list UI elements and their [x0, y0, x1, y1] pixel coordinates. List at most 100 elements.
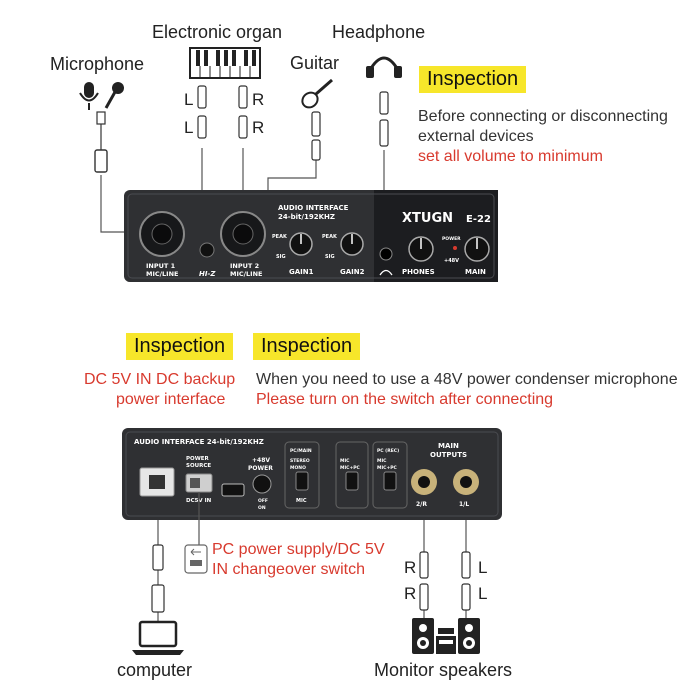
organ-right-1: R — [252, 90, 265, 109]
mic-label: MIC — [296, 498, 307, 504]
v48-power-label: POWER — [248, 465, 273, 472]
device-title1: AUDIO INTERFACE — [278, 204, 349, 212]
main-knob — [464, 236, 490, 262]
sig2-label: SIG — [325, 254, 335, 260]
organ-jack-plugs — [197, 85, 248, 139]
phantom-power-button — [252, 474, 272, 494]
peak2-label: PEAK — [322, 234, 338, 240]
input1-label: INPUT 1 — [146, 262, 176, 270]
pc-rec-label: PC (REC) — [377, 448, 399, 454]
main-label: MAIN — [465, 268, 486, 276]
microphone-label: Microphone — [50, 54, 145, 74]
guitar-jack-plug — [311, 111, 321, 161]
computer-label: computer — [117, 660, 193, 680]
on-label: ON — [258, 505, 266, 511]
main-outputs-label2: OUTPUTS — [430, 451, 467, 459]
organ-left-1: L — [184, 90, 194, 109]
headphone-source-switch — [345, 471, 359, 491]
pc-main-label: PC/MAIN — [290, 448, 312, 454]
phones-jack — [379, 247, 393, 261]
organ-right-2: R — [252, 118, 265, 137]
out-l-label: 1/L — [459, 501, 469, 508]
bottom-cables — [157, 492, 467, 622]
gain2-label: GAIN2 — [340, 268, 365, 276]
gain2-knob — [340, 232, 364, 256]
organ-left-2: L — [184, 118, 194, 137]
phones-knob — [408, 236, 434, 262]
speaker-jack-plugs — [419, 551, 471, 611]
hp-mic-pc-label: MIC+PC — [340, 465, 361, 471]
main-outputs-label1: MAIN — [438, 442, 459, 450]
output-r-jack — [411, 469, 437, 495]
headphone-icon — [366, 56, 402, 78]
phones-symbol-icon — [379, 269, 393, 276]
speakers-icon — [412, 618, 480, 654]
inspection-warning: set all volume to minimum — [418, 148, 603, 165]
dc-backup-line2: power interface — [116, 391, 226, 408]
power-label: POWER — [442, 236, 461, 242]
power-source-switch — [185, 473, 213, 493]
phantom-note-line1: When you need to use a 48V power condens… — [256, 371, 678, 388]
model-name: E-22 — [466, 214, 491, 225]
electronic-organ-label: Electronic organ — [152, 22, 283, 42]
pc-rec-switch — [383, 471, 397, 491]
guitar-icon — [301, 78, 333, 109]
speaker-right-2: R — [404, 584, 417, 603]
inspection-line2: external devices — [418, 128, 534, 145]
monitor-speakers-label: Monitor speakers — [374, 660, 513, 680]
input2-combo-jack — [220, 211, 266, 257]
hiz-label: HI-Z — [199, 270, 216, 278]
rec-mic-pc-label: MIC+PC — [377, 465, 398, 471]
speaker-right-1: R — [404, 558, 417, 577]
switch-hint-icon — [184, 544, 208, 574]
peak1-label: PEAK — [272, 234, 288, 240]
hiz-switch — [199, 242, 215, 258]
keyboard-icon — [189, 47, 261, 79]
speaker-left-2: L — [478, 584, 488, 603]
gain1-knob — [289, 232, 313, 256]
power-source-label1: POWER — [186, 456, 210, 462]
hp-mic-label: MIC — [340, 458, 350, 464]
phantom-note-line2: Please turn on the switch after connecti… — [256, 391, 554, 408]
switch-note-line1: PC power supply/DC 5V — [212, 541, 385, 558]
guitar-label: Guitar — [290, 53, 340, 73]
inspection-tag-top: Inspection — [419, 66, 527, 93]
sig1-label: SIG — [276, 254, 286, 260]
speaker-left-1: L — [478, 558, 488, 577]
phones-label: PHONES — [402, 268, 435, 276]
off-label: OFF — [258, 498, 268, 504]
inspection-tag-left: Inspection — [126, 333, 234, 360]
headphone-jack-plug — [379, 91, 389, 147]
stereo-label: STEREO — [290, 458, 310, 464]
input1-combo-jack — [139, 211, 185, 257]
pc-main-switch-box — [284, 441, 320, 509]
microphone-icon — [79, 82, 124, 110]
power-source-label2: SOURCE — [186, 463, 211, 469]
headphone-label: Headphone — [332, 22, 426, 42]
phantom-label: +48V — [444, 258, 459, 264]
input2-label: INPUT 2 — [230, 262, 259, 270]
brand-logo: XTUGN — [402, 211, 453, 226]
dc5v-port — [221, 483, 245, 497]
rec-mic-label: MIC — [377, 458, 387, 464]
usb-cable-plugs — [151, 544, 165, 613]
device-title2: 24-bit/192KHZ — [278, 213, 335, 221]
pc-main-switch — [295, 471, 309, 491]
phantom-led — [453, 246, 457, 250]
mic-usb-plug-icon — [94, 111, 108, 173]
mono-label: MONO — [290, 465, 306, 471]
inspection-line1: Before connecting or disconnecting — [418, 108, 668, 125]
usb-b-port — [139, 467, 175, 497]
dc-backup-line1: DC 5V IN DC backup — [84, 371, 236, 388]
out-r-label: 2/R — [416, 501, 427, 508]
headphone-source-box — [335, 441, 369, 509]
laptop-icon — [132, 620, 184, 655]
pc-rec-box — [372, 441, 408, 509]
input2-sub-label: MIC/LINE — [230, 270, 262, 278]
device-front-panel — [124, 190, 498, 282]
rear-title: AUDIO INTERFACE 24-bit/192KHZ — [134, 438, 264, 446]
output-l-jack — [453, 469, 479, 495]
gain1-label: GAIN1 — [289, 268, 314, 276]
switch-note-line2: IN changeover switch — [212, 561, 365, 578]
